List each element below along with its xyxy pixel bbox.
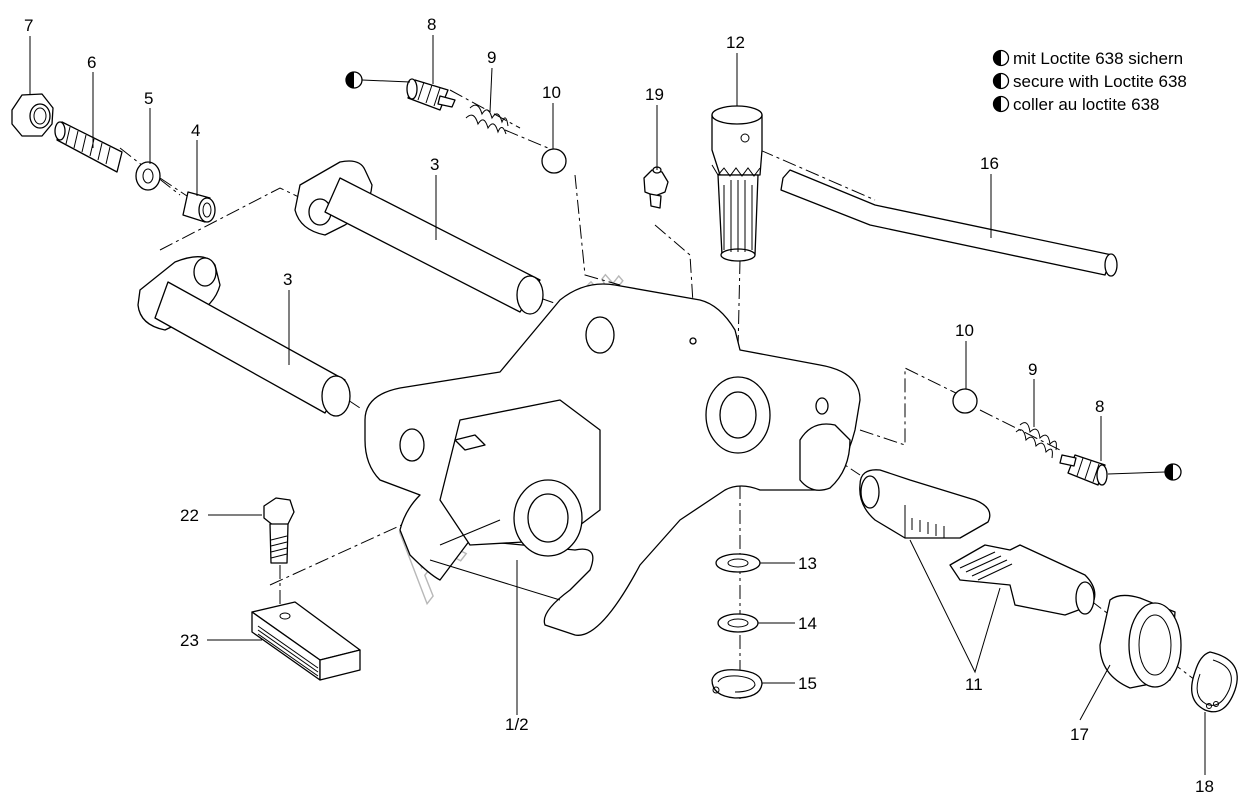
callout-23: 23 (180, 631, 199, 650)
callout-1-2: 1/2 (505, 715, 529, 734)
part-14-washer (717, 613, 759, 633)
part-7-hex-nut (11, 93, 54, 137)
callout-10-right: 10 (955, 321, 974, 340)
part-22-bolt (263, 497, 295, 564)
part-3-pin-lower (137, 256, 351, 417)
callout-19: 19 (645, 85, 664, 104)
callout-4: 4 (191, 121, 200, 140)
callout-6: 6 (87, 53, 96, 72)
legend: mit Loctite 638 sichern secure with Loct… (992, 49, 1187, 114)
callout-7: 7 (24, 16, 33, 35)
callout-13: 13 (798, 554, 817, 573)
part-11-latch-b (949, 544, 1096, 616)
callout-8-right: 8 (1095, 397, 1104, 416)
loctite-icon (992, 95, 1010, 113)
part-19-grease-nipple (643, 166, 669, 209)
callout-8-upper: 8 (427, 15, 436, 34)
legend-line-en: secure with Loctite 638 (1013, 72, 1187, 91)
callout-14: 14 (798, 614, 817, 633)
part-1-2-main-body (364, 283, 861, 636)
callout-labels: 7 6 5 4 8 9 10 3 3 19 12 16 10 9 8 22 23… (24, 15, 1214, 796)
part-10-ball-right (952, 388, 978, 414)
part-6-threaded-stud (54, 121, 123, 173)
part-12-splined-shaft (711, 105, 763, 262)
part-8-set-screw-upper (406, 78, 456, 111)
part-16-rod (780, 169, 1118, 277)
loctite-icon-right (1107, 463, 1182, 481)
part-9-spring-right (1015, 422, 1057, 459)
part-8-set-screw-right (1059, 454, 1108, 486)
callout-12: 12 (726, 33, 745, 52)
part-3-pin-upper (294, 160, 544, 315)
part-5-washer (135, 161, 161, 191)
part-10-ball-upper (541, 148, 567, 174)
legend-line-de: mit Loctite 638 sichern (1013, 49, 1183, 68)
callout-3-lower: 3 (283, 270, 292, 289)
callout-9-upper: 9 (487, 48, 496, 67)
callout-15: 15 (798, 674, 817, 693)
part-17-sleeve (1099, 594, 1182, 689)
loctite-icon (992, 49, 1010, 67)
callout-16: 16 (980, 154, 999, 173)
loctite-icon (992, 72, 1010, 90)
callout-5: 5 (144, 89, 153, 108)
part-23-block (251, 601, 361, 681)
callout-17: 17 (1070, 725, 1089, 744)
callout-18: 18 (1195, 777, 1214, 796)
part-4-bushing (182, 191, 216, 223)
part-11-latch-a (859, 469, 991, 539)
part-15-retaining-ring (711, 669, 763, 699)
part-18-circlip (1191, 651, 1238, 713)
loctite-icon-upper (345, 71, 411, 89)
part-13-washer (715, 553, 761, 573)
leader-lines (29, 35, 1206, 775)
callout-22: 22 (180, 506, 199, 525)
part-9-spring-upper (465, 104, 509, 135)
callout-11: 11 (965, 675, 983, 694)
callout-3-upper: 3 (430, 155, 439, 174)
callout-10-upper: 10 (542, 83, 561, 102)
callout-9-right: 9 (1028, 360, 1037, 379)
legend-line-fr: coller au loctite 638 (1013, 95, 1159, 114)
